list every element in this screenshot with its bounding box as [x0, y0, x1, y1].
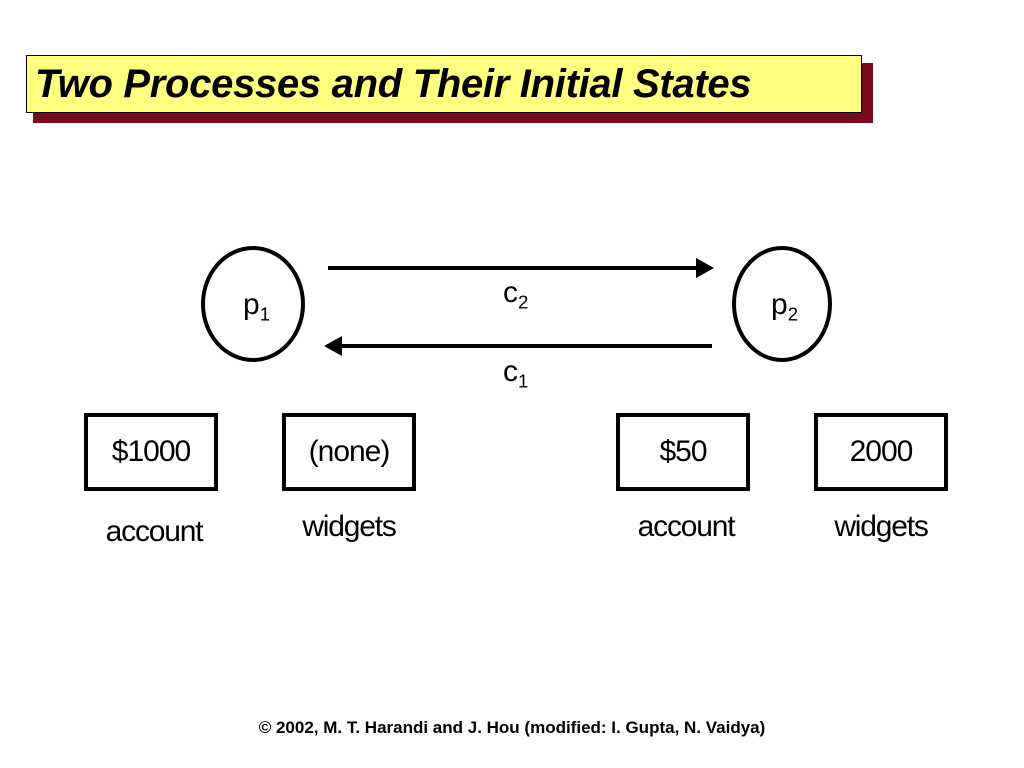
state-value: 2000 — [849, 435, 914, 468]
process-label-sub: 2 — [787, 303, 799, 325]
state-label-p1-widgets: widgets — [302, 510, 397, 543]
state-box-p1-widgets: (none) — [282, 413, 416, 491]
title-box: Two Processes and Their Initial States — [26, 55, 862, 113]
process-node-p1 — [201, 246, 305, 362]
state-value: $1000 — [111, 435, 191, 468]
state-value: (none) — [308, 435, 391, 468]
state-value: $50 — [659, 435, 707, 468]
process-label-base: p — [243, 288, 260, 321]
arrowhead-left — [324, 336, 342, 356]
process-node-p2 — [732, 246, 832, 362]
state-label-p1-account: account — [105, 515, 204, 548]
channel-label-base: c — [503, 355, 518, 388]
channel-label-c1: c1 — [503, 355, 528, 391]
state-box-p2-widgets: 2000 — [814, 413, 948, 491]
state-box-p2-account: $50 — [616, 413, 750, 491]
copyright-footer: © 2002, M. T. Harandi and J. Hou (modifi… — [258, 718, 766, 737]
channel-label-sub: 1 — [518, 370, 529, 392]
state-box-p1-account: $1000 — [84, 413, 218, 491]
process-label-base: p — [771, 288, 788, 321]
page-title: Two Processes and Their Initial States — [35, 61, 752, 106]
process-label-p1: p1 — [243, 288, 270, 324]
channel-label-sub: 2 — [518, 291, 529, 313]
arrowhead-right — [696, 258, 714, 278]
state-label-p2-widgets: widgets — [834, 510, 929, 543]
state-label-p2-account: account — [637, 510, 736, 543]
channel-label-c2: c2 — [503, 276, 528, 312]
channel-label-base: c — [503, 276, 518, 309]
process-label-p2: p2 — [771, 288, 798, 324]
process-label-sub: 1 — [259, 303, 271, 325]
